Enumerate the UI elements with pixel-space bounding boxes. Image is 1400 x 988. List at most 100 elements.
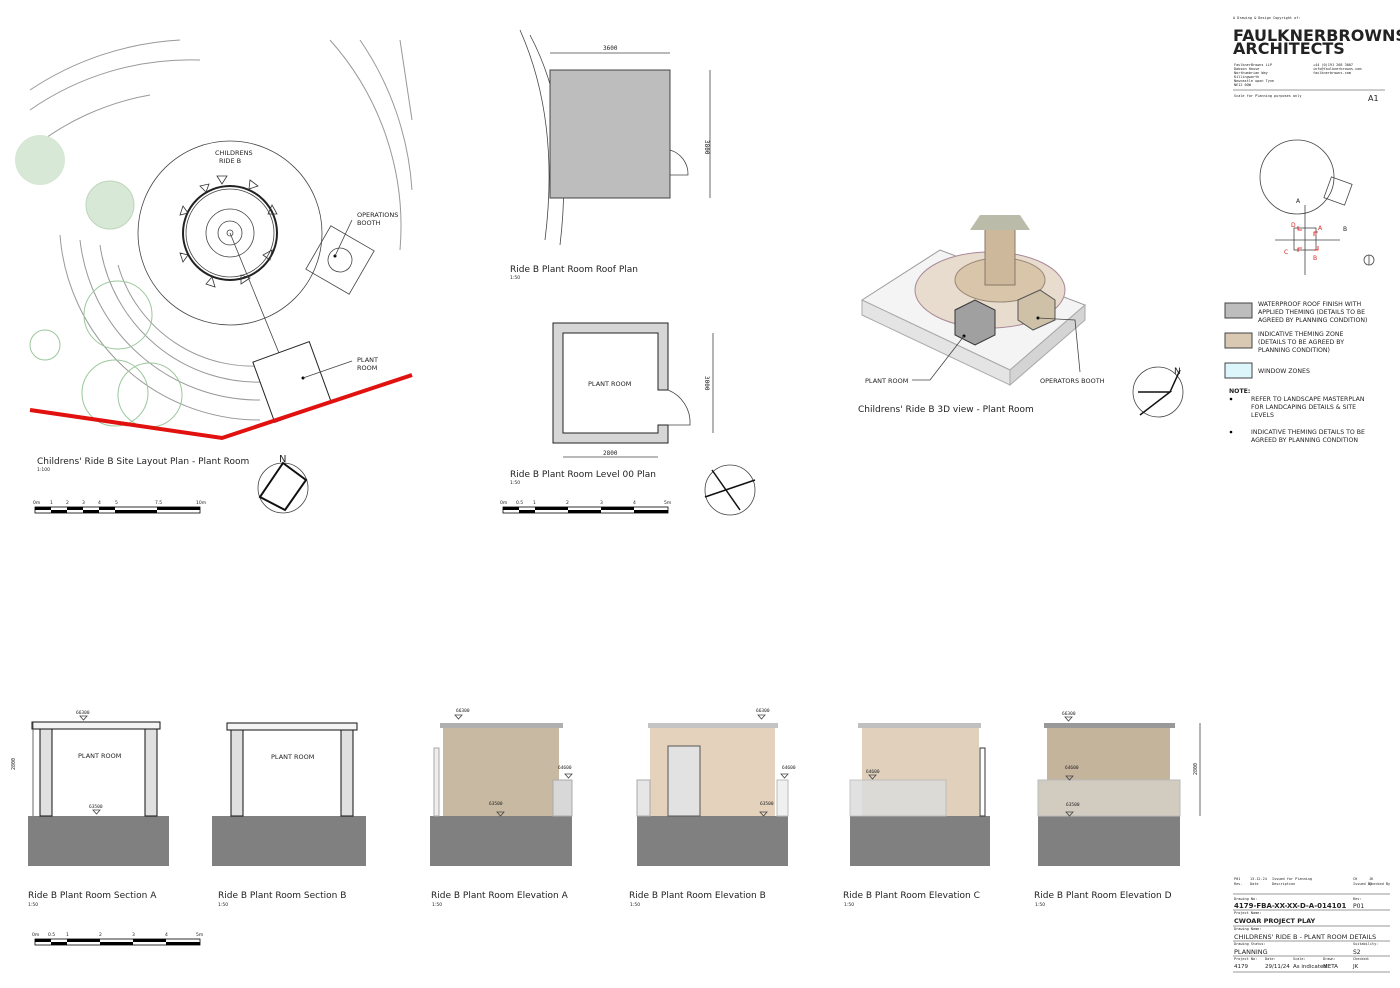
title_block-project: CWOAR PROJECT PLAY: [1234, 917, 1316, 925]
title_block-pno_label: Project No:: [1234, 957, 1257, 961]
sections-4-title: Ride B Plant Room Elevation C: [843, 891, 980, 901]
bottom_scale_ticks-1: 0.5: [48, 932, 55, 938]
title_block-suit: S2: [1353, 949, 1361, 956]
title_block-rev: P01: [1234, 877, 1240, 881]
compass-icon: [1363, 254, 1375, 266]
level_plan-room_label: PLANT ROOM: [588, 380, 631, 388]
site_plan-scale_ticks-4: 4: [98, 500, 101, 506]
legend-items-1-text-2: PLANNING CONDITION): [1258, 347, 1330, 354]
bottom_scale_ticks-3: 2: [99, 932, 102, 938]
sections-4-mid_level: 64600: [866, 769, 880, 775]
title_block-date_label: Date:: [1265, 957, 1276, 961]
title_block-drawn: META: [1323, 964, 1338, 970]
legend-notes-0-1: FOR LANDCAPING DETAILS & SITE: [1251, 404, 1356, 411]
firm-header: A Drawing & Design Copyright of: FAULKNE…: [1233, 16, 1400, 103]
sections-1-title: Ride B Plant Room Section B: [218, 891, 346, 901]
header-address-5: NE12 0QW: [1234, 83, 1252, 87]
header-address-0: FaulknerBrowns LLP: [1234, 63, 1272, 67]
section-b: PLANT ROOM Ride B Plant Room Section B1:…: [212, 722, 366, 908]
elevation-a: 66300 64600 63500 Ride B Plant Room Elev…: [430, 708, 573, 908]
level_plan-scale_ticks-4: 3: [600, 500, 603, 506]
firm-logo: FAULKNERBROWNS: [1233, 26, 1400, 45]
site_plan-scale_ticks-5: 5: [115, 500, 118, 506]
title_block-rev_headers-1: Date: [1250, 882, 1258, 886]
header-contact-0: +44 (0)191 268 3007: [1313, 63, 1353, 67]
site_plan-plant_label_1: PLANT: [357, 356, 378, 364]
elevation-d: 66300 64600 63500 2800 Ride B Plant Room…: [1034, 711, 1201, 908]
door: [667, 745, 701, 817]
header-sheet: A1: [1368, 94, 1379, 103]
level_plan-scale_ticks-1: 0.5: [516, 500, 523, 506]
roof-plan: 3600 3800 Ride B Plant Room Roof Plan 1:…: [510, 29, 711, 281]
bottom_scale_ticks-2: 1: [66, 932, 69, 938]
sections-5-scale: 1:50: [1035, 902, 1045, 908]
legend-items-1-text-1: (DETAILS TO BE AGREED BY: [1258, 339, 1344, 346]
sections-2-scale: 1:50: [432, 902, 442, 908]
legend-swatch-theming: [1224, 332, 1253, 349]
title_block-scale_label: Scale:: [1293, 957, 1306, 961]
title_block-drawing_no_label: Drawing No:: [1234, 897, 1257, 901]
3d-view: PLANT ROOM OPERATORS BOOTH Childrens' Ri…: [858, 215, 1184, 418]
title_block-drawing: CHILDRENS' RIDE B - PLANT ROOM DETAILS: [1234, 933, 1376, 941]
sections-1-scale: 1:50: [218, 902, 228, 908]
level_plan-scale_ticks-3: 2: [566, 500, 569, 506]
sections-5-top_level: 66300: [1062, 711, 1076, 717]
key-plan: A B C D A B: [1259, 139, 1375, 275]
bottom_scale_ticks-6: 5m: [196, 932, 203, 938]
sections-2-mid_level: 64600: [558, 765, 572, 771]
title_block-rev_by: CH: [1353, 877, 1357, 881]
key_plan-labels-0: A: [1318, 225, 1323, 232]
roof_plan-title: Ride B Plant Room Roof Plan: [510, 265, 638, 275]
level_plan-dim_width: 2800: [603, 450, 618, 457]
header-scale_note: Scale for Planning purposes only: [1234, 94, 1301, 98]
site-plan-title: Childrens' Ride B Site Layout Plan - Pla…: [37, 457, 249, 467]
title_block-rev_date: 13.12.24: [1250, 877, 1267, 881]
header-address-4: Newcastle upon Tyne: [1234, 79, 1274, 83]
legend-notes-0-0: REFER TO LANDSCAPE MASTERPLAN: [1251, 396, 1365, 403]
title_block-status: PLANNING: [1234, 948, 1268, 956]
header-firm_2: ARCHITECTS: [1233, 39, 1345, 58]
sections-0-scale: 1:50: [28, 902, 38, 908]
sections-0-room: PLANT ROOM: [78, 752, 121, 760]
level_plan-scale: 1:50: [510, 480, 520, 486]
legend-notes-0-2: LEVELS: [1251, 412, 1274, 419]
header-copyright: A Drawing & Design Copyright of:: [1233, 16, 1300, 20]
site_plan-north: N: [279, 454, 286, 465]
roof_plan-dim_depth: 3800: [703, 140, 710, 155]
sections-0-top_level: 66300: [76, 710, 90, 716]
north-arrow-icon: [704, 464, 756, 516]
title_block-status_label: Drawing Status:: [1234, 942, 1266, 946]
sections-3-top_level: 66300: [756, 708, 770, 714]
title_block-rev_headers-2: Description: [1272, 882, 1295, 886]
elevation-c: 64600 Ride B Plant Room Elevation C1:50: [843, 723, 990, 908]
sections-3-mid_level: 64600: [782, 765, 796, 771]
title_block-rev_headers-3: Issued By: [1353, 882, 1372, 886]
tree-icon: [85, 180, 135, 230]
title_block-rev_value: P01: [1353, 903, 1364, 910]
legend-note_title: NOTE:: [1229, 388, 1250, 395]
section-a: PLANT ROOM 66300 63500 2800 Ride B Plant…: [11, 710, 169, 908]
title_block-pno: 4179: [1234, 964, 1248, 970]
elevation-b: 66300 64600 63500 Ride B Plant Room Elev…: [629, 708, 796, 908]
header-address-3: Killingworth: [1234, 75, 1259, 79]
site_plan-booth_label_2: BOOTH: [357, 219, 381, 227]
sections-0-title: Ride B Plant Room Section A: [28, 891, 157, 901]
title_block-rev_chk: JK: [1369, 877, 1374, 881]
sections-5-floor_level: 63500: [1066, 802, 1080, 808]
level_plan-dim_depth: 3000: [703, 376, 710, 391]
north-arrow-icon: N: [1132, 366, 1184, 418]
key_plan-labels-3: D: [1291, 222, 1296, 229]
header-address-1: Dobson House: [1234, 67, 1259, 71]
roof_plan-scale: 1:50: [510, 275, 520, 281]
legend-notes-1-1: AGREED BY PLANNING CONDITION: [1251, 437, 1358, 444]
site-boundary-line: [29, 373, 413, 441]
view_3d-plant_label: PLANT ROOM: [865, 377, 908, 385]
site_plan-scale_ticks-3: 3: [82, 500, 85, 506]
key_plan-labels-2: C: [1284, 249, 1288, 256]
level_plan-scale_ticks-6: 5m: [664, 500, 671, 506]
tree-icon: [15, 135, 65, 185]
title_block-date: 29/11/24: [1265, 964, 1290, 970]
